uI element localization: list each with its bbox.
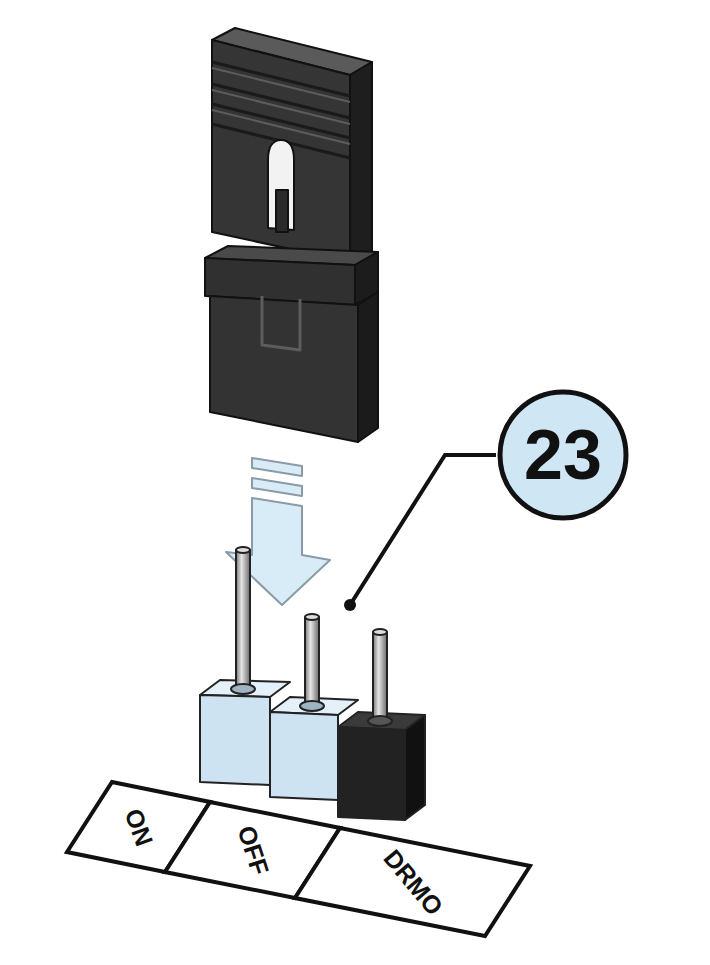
label-strip [67, 782, 530, 936]
label-box: ON [117, 800, 162, 853]
callout-circle: 23 [497, 389, 629, 521]
pin-header [200, 547, 425, 820]
label-box: DRMO [374, 840, 452, 925]
position-label: ON [121, 805, 157, 849]
callout-circle-shape [500, 392, 626, 518]
position-label: OFF [233, 822, 272, 877]
position-label: DRMO [379, 845, 447, 920]
label-box: OFF [229, 818, 276, 883]
callout-number: 23 [524, 420, 602, 490]
leader-line [344, 455, 496, 611]
jumper-cap [205, 28, 378, 442]
